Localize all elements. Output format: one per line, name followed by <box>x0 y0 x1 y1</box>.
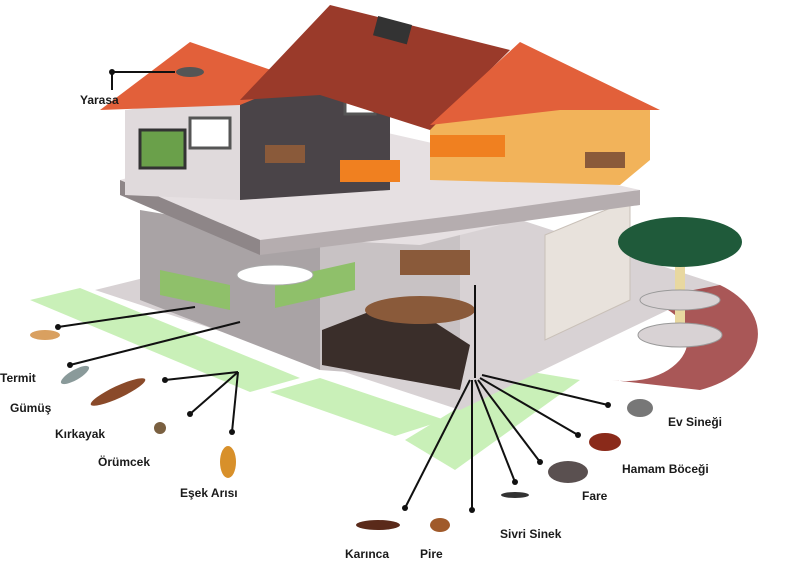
roof-center <box>240 5 510 130</box>
upper-floor-edge <box>120 180 260 255</box>
spider-icon <box>154 422 166 434</box>
desk <box>265 145 305 163</box>
label-silverfish: Gümüş <box>10 401 52 415</box>
lawn <box>270 378 445 436</box>
label-cockroach: Hamam Böceği <box>622 462 709 476</box>
cockroach-icon <box>589 433 621 451</box>
table <box>236 264 314 286</box>
housefly-icon <box>627 399 653 417</box>
silverfish-icon <box>60 365 90 385</box>
desk <box>585 152 625 168</box>
wasp-icon <box>220 446 236 478</box>
label-mosquito: Sivri Sinek <box>500 527 562 541</box>
window <box>188 116 232 150</box>
tree-bench <box>639 289 721 311</box>
sofa <box>275 262 355 308</box>
centipede-icon <box>90 378 146 406</box>
label-flea: Pire <box>420 547 443 561</box>
mouse-icon <box>548 461 588 483</box>
label-mouse: Fare <box>582 489 608 503</box>
label-termite: Termit <box>0 371 36 385</box>
desk <box>400 250 470 275</box>
flea-icon <box>430 518 450 532</box>
sofa <box>160 270 230 310</box>
roof-right <box>430 42 660 125</box>
tree-canopy <box>618 217 742 267</box>
termite-icon <box>30 330 60 340</box>
ant-icon <box>356 520 400 530</box>
skylight <box>372 15 412 45</box>
upper-floor-edge <box>260 190 640 255</box>
tv <box>138 128 187 170</box>
lawn <box>405 370 580 470</box>
bat-icon <box>176 67 204 77</box>
label-housefly: Ev Sineği <box>668 415 722 429</box>
label-ant: Karınca <box>345 547 389 561</box>
bed <box>340 160 400 182</box>
label-wasp: Eşek Arısı <box>180 486 238 500</box>
label-bat: Yarasa <box>80 93 119 107</box>
lattice-wall <box>544 199 631 341</box>
bed <box>430 135 505 157</box>
tree-bench <box>637 322 723 348</box>
label-spider: Örümcek <box>98 454 150 469</box>
kitchen-counter <box>365 296 475 324</box>
leader-lines <box>55 69 611 513</box>
mosquito-icon <box>501 492 529 498</box>
label-centipede: Kırkayak <box>55 427 105 441</box>
brick-patio <box>612 285 758 390</box>
